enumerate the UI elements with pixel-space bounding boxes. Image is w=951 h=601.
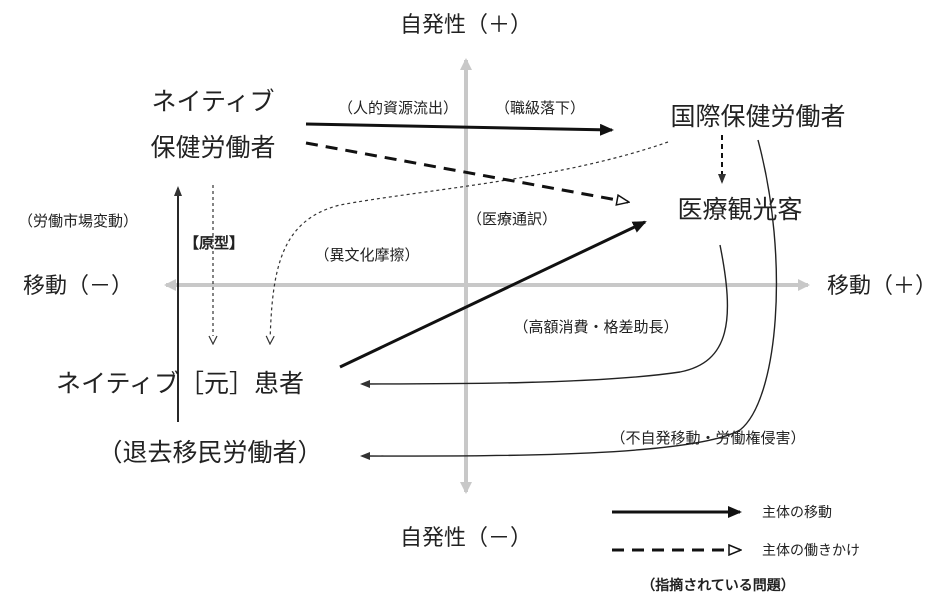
- medical-interpreting-label: （医療通訳）: [467, 210, 557, 228]
- tourist-to-patient-curve: [360, 244, 729, 388]
- intl-to-migrant-curve: [360, 139, 778, 461]
- deskilling-label: （職級落下）: [495, 99, 585, 117]
- legend: 主体の移動 主体の働きかけ （指摘されている問題）: [612, 505, 860, 594]
- forced-migration-label: （不自発移動・労働権侵害）: [610, 429, 805, 447]
- legend-dashed-label: 主体の働きかけ: [762, 543, 860, 559]
- returned-migrant-worker: （退去移民労働者）: [97, 438, 322, 467]
- native-health-worker-line2: 保健労働者: [150, 133, 275, 162]
- prototype-label: 【原型】: [184, 234, 244, 252]
- brain-drain-label: （人的資源流出）: [338, 99, 458, 117]
- native-former-patient: ネイティブ［元］患者: [56, 369, 304, 398]
- y-axis-top-label: 自発性（＋）: [400, 13, 532, 38]
- x-axis-left-label: 移動（－）: [23, 274, 133, 299]
- brain-drain-arrow: [305, 122, 614, 136]
- cultural-friction-label: （異文化摩擦）: [314, 246, 419, 264]
- patient-to-tourist-arrow: [339, 220, 647, 369]
- labor-market-label: （労働市場変動）: [18, 212, 138, 230]
- legend-solid-label: 主体の移動: [762, 505, 832, 521]
- high-spending-label: （高額消費・格差助長）: [513, 318, 678, 336]
- cultural-friction-curve: [270, 141, 669, 343]
- legend-dotted-label: （指摘されている問題）: [641, 577, 795, 594]
- worker-to-tourist-dashed-arrow: [305, 141, 628, 202]
- native-health-worker-line1: ネイティブ: [151, 87, 274, 116]
- y-axis-bottom-label: 自発性（－）: [400, 526, 532, 551]
- x-axis-right-label: 移動（＋）: [827, 274, 937, 299]
- international-health-worker: 国際保健労働者: [670, 102, 845, 131]
- medical-tourist: 医療観光客: [677, 195, 802, 224]
